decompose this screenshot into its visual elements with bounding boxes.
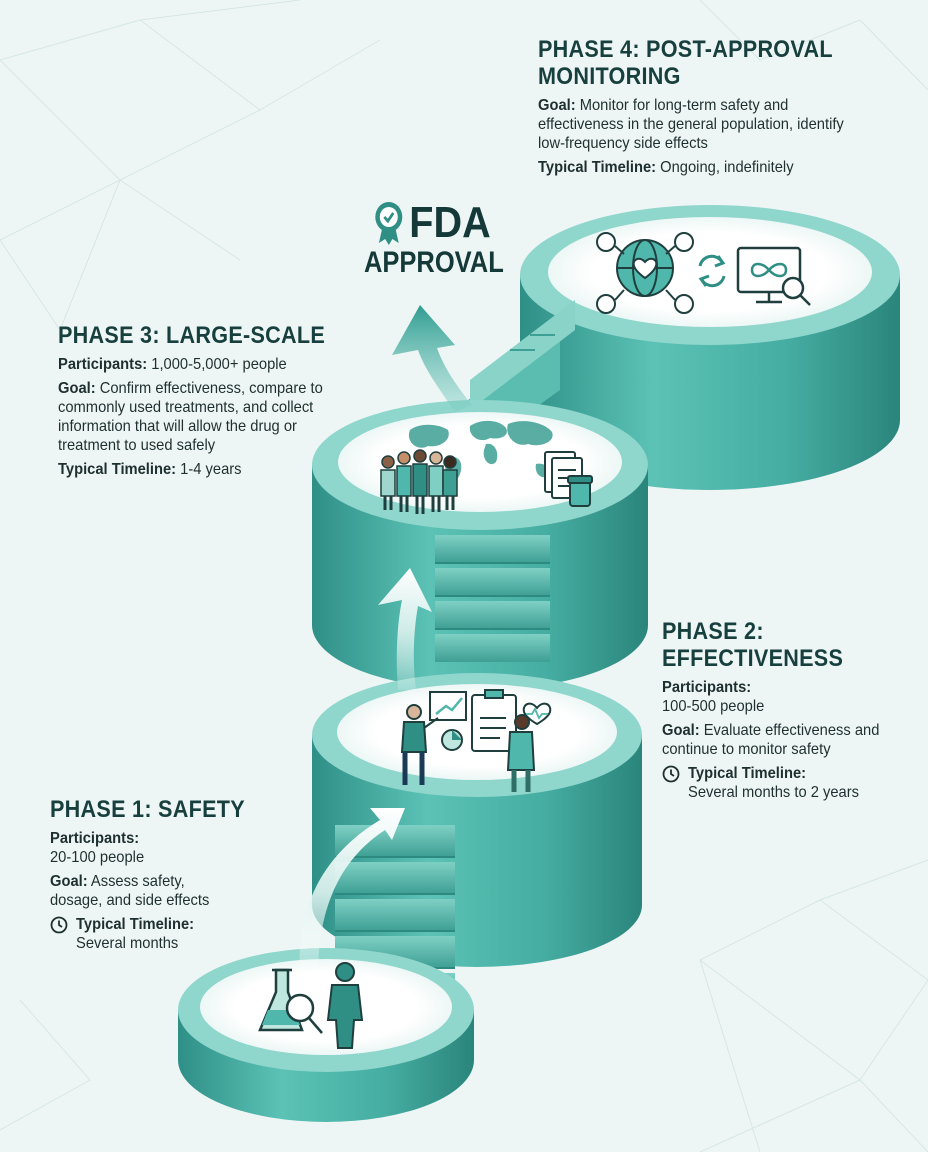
arrow-up-icon <box>378 568 432 690</box>
phase1-info: PHASE 1: SAFETY Participants:20-100 peop… <box>50 796 270 958</box>
phase2-title: PHASE 2:EFFECTIVENESS <box>662 618 844 672</box>
clock-icon <box>50 916 68 934</box>
world-map-icon <box>408 420 553 483</box>
phase3-info: PHASE 3: LARGE-SCALE Participants: 1,000… <box>58 322 358 484</box>
phase2-info: PHASE 2:EFFECTIVENESS Participants:100-5… <box>662 618 902 807</box>
person-icon <box>326 962 364 1049</box>
phase2-participants: Participants:100-500 people <box>662 679 765 715</box>
globe-heart-network-icon <box>596 232 694 314</box>
phase3-platform <box>312 400 648 690</box>
presenter-icon <box>400 704 439 785</box>
phase1-platform <box>178 948 474 1122</box>
fda-title: FDA <box>409 198 491 247</box>
phase1-participants: Participants:20-100 people <box>50 830 145 866</box>
award-badge-icon <box>375 202 403 245</box>
flask-magnifier-icon <box>258 968 323 1034</box>
arrow-up-icon <box>392 305 472 412</box>
phase2-goal: Goal: Evaluate effectiveness and continu… <box>662 722 880 758</box>
phase4-goal: Goal: Monitor for long-term safety and e… <box>538 97 844 152</box>
phase3-stairs <box>435 535 550 662</box>
phase4-timeline: Typical Timeline: Ongoing, indefinitely <box>538 159 794 176</box>
fda-approval: FDA APPROVAL <box>352 200 512 280</box>
phase3-timeline: Typical Timeline: 1-4 years <box>58 461 242 478</box>
scientist-icon <box>506 714 536 792</box>
heart-icon <box>522 702 552 726</box>
phase1-title: PHASE 1: SAFETY <box>50 796 245 823</box>
chart-board-icon <box>429 691 467 751</box>
phase2-timeline: Typical Timeline:Several months to 2 yea… <box>662 764 902 807</box>
phase3-goal: Goal: Confirm effectiveness, compare to … <box>58 380 323 454</box>
refresh-icon <box>698 254 726 288</box>
phase4-platform <box>455 205 900 490</box>
phase3-participants: Participants: 1,000-5,000+ people <box>58 356 287 373</box>
clipboard-icon <box>471 689 517 752</box>
arrow-up-icon <box>299 808 405 975</box>
fda-subtitle: APPROVAL <box>364 246 504 279</box>
group-people-icon <box>380 449 458 514</box>
phase1-timeline: Typical Timeline:Several months <box>50 915 270 958</box>
documents-pill-icon <box>544 451 593 507</box>
monitor-infinity-icon <box>736 246 811 306</box>
phase1-goal: Goal: Assess safety, dosage, and side ef… <box>50 873 210 909</box>
clock-icon <box>662 765 680 783</box>
phase3-title: PHASE 3: LARGE-SCALE <box>58 322 326 349</box>
